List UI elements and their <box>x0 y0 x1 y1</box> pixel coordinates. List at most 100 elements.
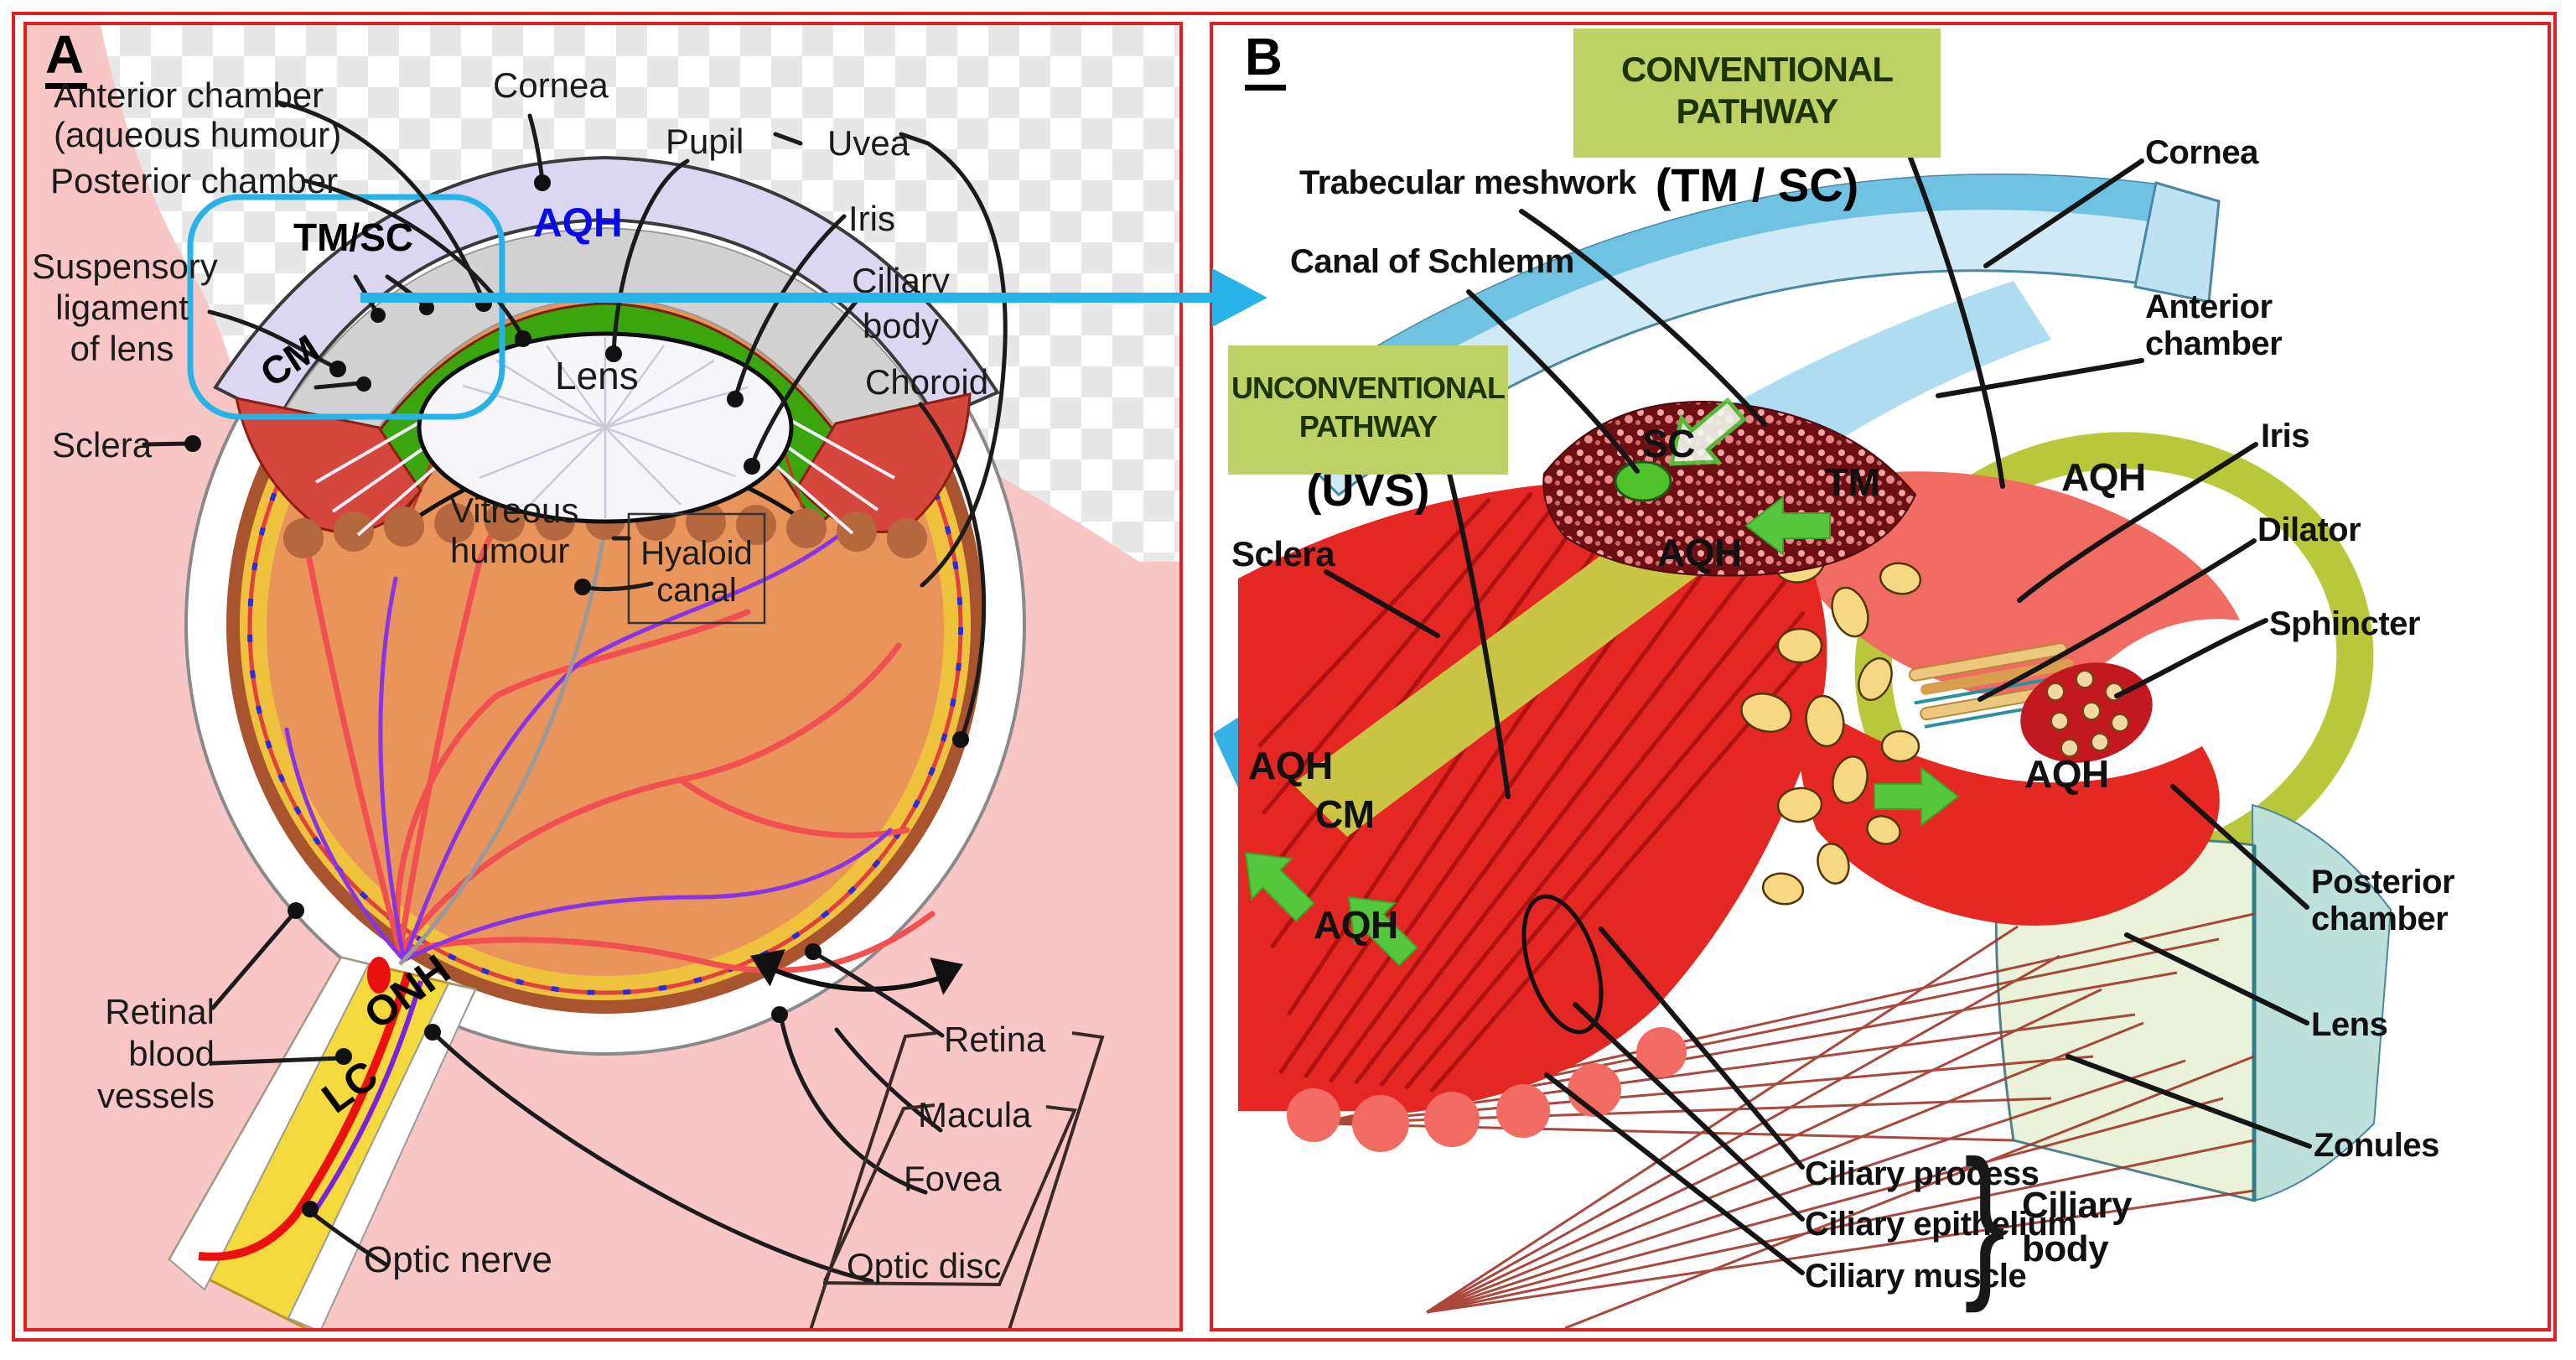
label-uvea: Uvea <box>827 123 910 163</box>
aqh-flow-arrows <box>1244 397 1960 967</box>
label-ciliary-body-a-line2: body <box>862 306 940 345</box>
conventional-pathway-line2: PATHWAY <box>1676 91 1839 131</box>
label-ciliary-body-a-line1: Ciliary <box>852 261 950 300</box>
conventional-pathway-subtitle: (TM / SC) <box>1655 158 1859 211</box>
lens-fibers <box>462 337 749 518</box>
label-lens-a: Lens <box>555 354 639 397</box>
label-choroid: Choroid <box>865 362 989 402</box>
label-suspensory-line3: of lens <box>70 329 174 368</box>
uveoscleral-olive-band <box>1293 507 1716 837</box>
iris-red-mass <box>1797 696 2220 926</box>
leader-lines-b <box>1324 140 2312 1275</box>
panel-a-letter: A <box>45 26 88 90</box>
label-dilator: Dilator <box>2257 511 2361 548</box>
label-zonules: Zonules <box>2314 1127 2439 1164</box>
label-retinal-line1: Retinal <box>105 992 215 1031</box>
panel-b-letter: B <box>1245 30 1286 91</box>
label-sc: SC <box>1642 422 1695 465</box>
label-aqh-left: AQH <box>1248 744 1333 787</box>
label-cm-b: CM <box>1315 792 1375 836</box>
label-cornea-b: Cornea <box>2145 134 2258 171</box>
optic-nerve-stalk <box>167 956 478 1328</box>
label-optic-disc: Optic disc <box>847 1246 1002 1285</box>
label-anterior-b-line1: Anterior <box>2145 288 2273 325</box>
label-retinal-line2: blood <box>128 1034 215 1073</box>
onh-disc <box>367 957 391 994</box>
hyaloid-canal-box <box>627 512 766 625</box>
label-ciliary-body-b-line2: body <box>2022 1228 2109 1269</box>
label-tm-sc-a: TM/SC <box>293 215 414 259</box>
label-aqh-below-cm: AQH <box>1314 903 1398 947</box>
label-ciliary-body-a: Ciliary body <box>832 258 970 349</box>
label-ciliary-body-b-line1: Ciliary <box>2022 1185 2133 1226</box>
label-posterior-b-line1: Posterior <box>2311 864 2455 901</box>
sphincter-cluster <box>2020 662 2153 763</box>
arrow-uveoscleral-inner <box>1347 895 1418 967</box>
label-retina: Retina <box>944 1020 1046 1059</box>
label-anterior-chamber-line2: (aqueous humour) <box>54 115 342 155</box>
label-retinal-line3: vessels <box>96 1076 215 1115</box>
label-posterior-chamber: Posterior chamber <box>50 161 339 200</box>
ciliary-bottom-scallops <box>1287 1027 1687 1152</box>
drainage-pathway-drawing <box>1213 140 2392 1328</box>
label-aqh-a: AQH <box>533 201 623 246</box>
label-hyaloid-line2: canal <box>656 572 737 609</box>
label-vitreous-line2: humour <box>450 531 570 570</box>
label-ciliary-muscle: Ciliary muscle <box>1805 1258 2027 1295</box>
label-sclera-b: Sclera <box>1231 534 1335 574</box>
arrow-posterior-to-anterior <box>1874 766 1960 828</box>
label-ciliary-process: Ciliary process <box>1805 1155 2040 1192</box>
muscle-striations <box>1257 490 1814 1093</box>
label-posterior-b-line2: chamber <box>2311 901 2449 937</box>
macula-extent-arrow <box>750 949 963 995</box>
leader-lines-a <box>142 100 1008 1284</box>
label-fovea: Fovea <box>904 1159 1002 1198</box>
label-anterior-chamber-line1: Anterior chamber <box>54 75 324 115</box>
ciliary-muscle-mass <box>1238 481 1827 1111</box>
arrow-into-tm <box>1744 495 1831 557</box>
label-aqh-posterior: AQH <box>2024 752 2109 796</box>
eye-cross-section-drawing <box>27 25 1179 1328</box>
label-hyaloid-line1: Hyaloid <box>640 535 753 572</box>
conventional-pathway-box: CONVENTIONAL PATHWAY <box>1573 29 1941 158</box>
zonules-mesh <box>1317 912 2255 1328</box>
label-iris-a: Iris <box>848 199 895 238</box>
ciliary-body-brace: } <box>1964 1126 2006 1314</box>
panel-a: A Anterior chamber (aqueous humour) Post… <box>23 22 1183 1331</box>
label-tm: TM <box>1825 460 1880 504</box>
label-pupil: Pupil <box>666 122 744 161</box>
label-sphincter: Sphincter <box>2269 605 2420 642</box>
unconventional-pathway-box: UNCONVENTIONAL PATHWAY <box>1228 345 1508 475</box>
schlemm-canal-ellipse <box>1614 460 1672 502</box>
ciliary-region-circle <box>1521 894 1604 1035</box>
label-posterior-chamber-b: Posterior chamber <box>2311 864 2455 937</box>
posterior-chamber-wedge <box>2251 803 2392 1202</box>
label-vitreous-line1: Vitreous <box>450 491 579 530</box>
label-hyaloid-canal: Hyaloid canal <box>629 535 765 609</box>
label-vitreous-humour: Vitreous humour <box>450 491 578 571</box>
figure-outer-border <box>12 12 2557 1342</box>
unconventional-pathway-line2: PATHWAY <box>1298 409 1438 444</box>
leader-dots-a <box>184 174 969 1217</box>
label-suspensory-line1: Suspensory <box>32 247 218 286</box>
label-optic-nerve: Optic nerve <box>364 1239 552 1280</box>
arrow-into-sc-outline <box>1668 397 1747 466</box>
label-cornea-a: Cornea <box>493 65 609 105</box>
label-ciliary-epithelium: Ciliary epithelium <box>1805 1206 2077 1243</box>
label-aqh-tm: AQH <box>1657 531 1742 574</box>
label-sclera-a: Sclera <box>52 425 153 465</box>
hyaloid-canal-line <box>398 523 608 966</box>
cornea-b <box>1261 173 2221 496</box>
label-canal-of-schlemm: Canal of Schlemm <box>1290 243 1574 280</box>
conventional-pathway-line1: CONVENTIONAL <box>1621 49 1894 89</box>
label-trabecular-meshwork: Trabecular meshwork <box>1299 164 1636 201</box>
label-retinal-blood-vessels: Retinal blood vessels <box>92 991 215 1117</box>
zonule-fibers <box>315 416 895 537</box>
label-iris-b: Iris <box>2261 418 2310 454</box>
arrow-uveoscleral-outer <box>1244 851 1315 922</box>
unconventional-pathway-subtitle: (UVS) <box>1306 465 1430 516</box>
label-anterior-chamber: Anterior chamber (aqueous humour) <box>54 75 341 154</box>
unconventional-pathway-line1: UNCONVENTIONAL <box>1231 371 1506 405</box>
label-anterior-b-line2: chamber <box>2145 325 2283 362</box>
